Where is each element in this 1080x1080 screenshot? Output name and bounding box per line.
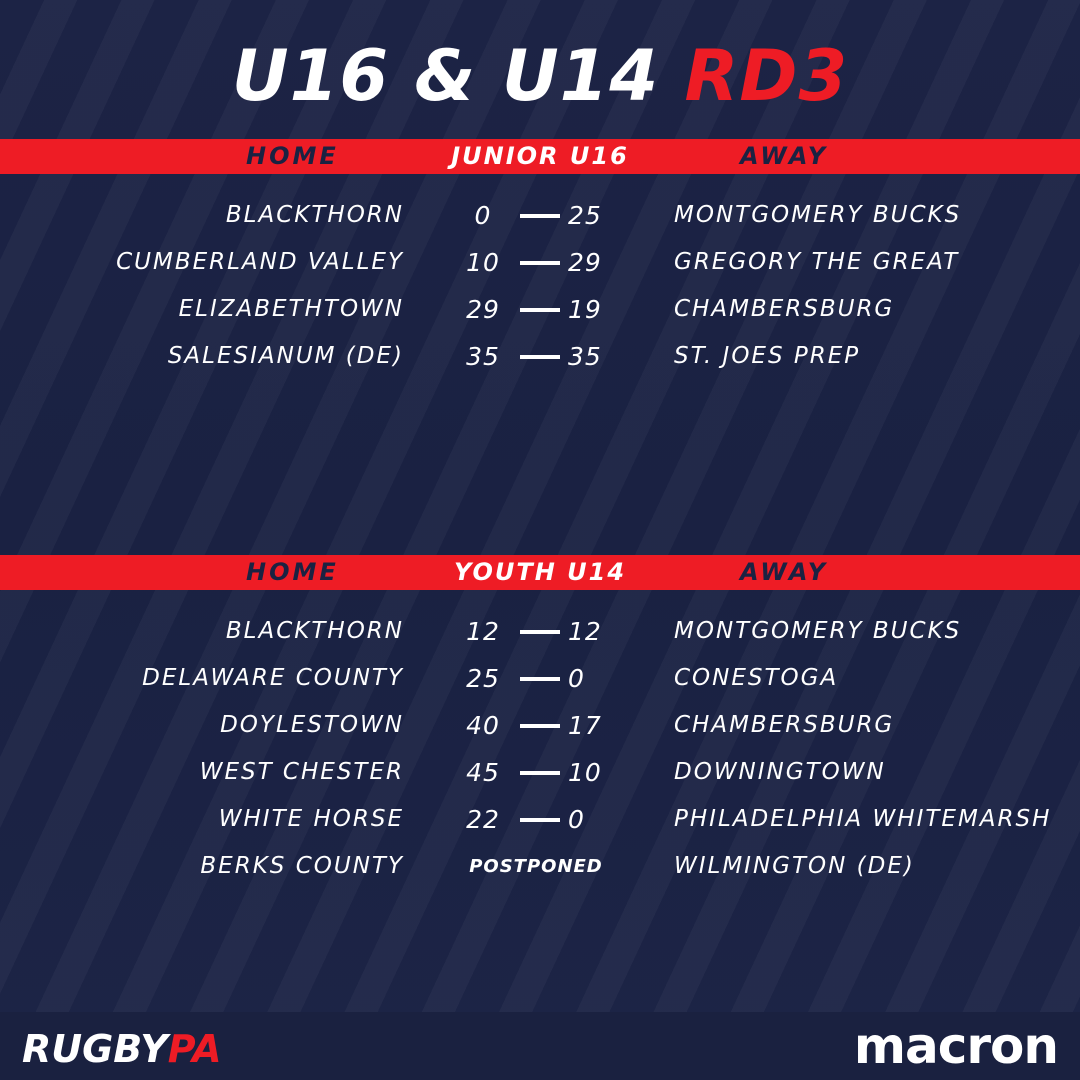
home-score: 29 bbox=[466, 295, 500, 324]
match-row: WHITE HORSE 22 0 PHILADELPHIA WHITEMARSH bbox=[0, 796, 1080, 843]
logo-text-rugby: RUGBY bbox=[22, 1027, 168, 1071]
away-team: MONTGOMERY BUCKS bbox=[674, 202, 962, 228]
home-team: WEST CHESTER bbox=[199, 759, 404, 785]
score-dash bbox=[520, 214, 560, 218]
score-dash bbox=[520, 308, 560, 312]
score-dash bbox=[520, 630, 560, 634]
score-dash bbox=[520, 818, 560, 822]
match-row: DOYLESTOWN 40 17 CHAMBERSBURG bbox=[0, 702, 1080, 749]
footer: RUGBYPA macron bbox=[0, 1012, 1080, 1080]
home-score: 12 bbox=[466, 617, 500, 646]
home-column-label: HOME bbox=[246, 558, 339, 586]
away-team: CHAMBERSBURG bbox=[674, 712, 895, 738]
home-team: ELIZABETHTOWN bbox=[178, 296, 404, 322]
away-team: PHILADELPHIA WHITEMARSH bbox=[674, 806, 1052, 832]
rugby-pa-logo: RUGBYPA bbox=[22, 1026, 222, 1072]
home-team: DOYLESTOWN bbox=[220, 712, 404, 738]
away-score: 0 bbox=[568, 664, 585, 693]
match-row: DELAWARE COUNTY 25 0 CONESTOGA bbox=[0, 655, 1080, 702]
match-row: BLACKTHORN 0 25 MONTGOMERY BUCKS bbox=[0, 192, 1080, 239]
home-team: BLACKTHORN bbox=[225, 618, 404, 644]
score-dash bbox=[520, 355, 560, 359]
away-score: 35 bbox=[568, 342, 602, 371]
away-score: 19 bbox=[568, 295, 602, 324]
score-dash bbox=[520, 771, 560, 775]
score-dash bbox=[520, 261, 560, 265]
away-column-label: AWAY bbox=[740, 558, 829, 586]
home-column-label: HOME bbox=[246, 142, 339, 170]
home-team: WHITE HORSE bbox=[218, 806, 404, 832]
away-score: 10 bbox=[568, 758, 602, 787]
match-row: BLACKTHORN 12 12 MONTGOMERY BUCKS bbox=[0, 608, 1080, 655]
away-score: 12 bbox=[568, 617, 602, 646]
logo-text-pa: PA bbox=[167, 1027, 222, 1071]
home-score: 22 bbox=[466, 805, 500, 834]
away-team: ST. JOES PREP bbox=[674, 343, 861, 369]
away-team: CHAMBERSBURG bbox=[674, 296, 895, 322]
division-label: YOUTH U14 bbox=[453, 558, 627, 586]
home-team: BERKS COUNTY bbox=[200, 853, 404, 879]
home-score: 0 bbox=[474, 201, 492, 230]
match-row: ELIZABETHTOWN 29 19 CHAMBERSBURG bbox=[0, 286, 1080, 333]
home-team: SALESIANUM (DE) bbox=[167, 343, 404, 369]
away-score: 0 bbox=[568, 805, 585, 834]
division-label: JUNIOR U16 bbox=[451, 142, 629, 170]
away-score: 29 bbox=[568, 248, 602, 277]
home-score: 35 bbox=[466, 342, 500, 371]
away-score: 17 bbox=[568, 711, 602, 740]
section-header-junior-u16: HOME JUNIOR U16 AWAY bbox=[0, 139, 1080, 174]
home-score: 25 bbox=[466, 664, 500, 693]
home-score: 40 bbox=[466, 711, 500, 740]
macron-logo: macron bbox=[853, 1017, 1059, 1075]
away-team: WILMINGTON (DE) bbox=[674, 853, 915, 879]
away-team: GREGORY THE GREAT bbox=[674, 249, 960, 275]
home-score: 10 bbox=[466, 248, 500, 277]
score-dash bbox=[520, 677, 560, 681]
results-list-youth-u14: BLACKTHORN 12 12 MONTGOMERY BUCKS DELAWA… bbox=[0, 608, 1080, 890]
page-title: U16 & U14 RD3 bbox=[0, 34, 1080, 118]
results-list-junior-u16: BLACKTHORN 0 25 MONTGOMERY BUCKS CUMBERL… bbox=[0, 192, 1080, 380]
away-team: CONESTOGA bbox=[674, 665, 839, 691]
section-header-youth-u14: HOME YOUTH U14 AWAY bbox=[0, 555, 1080, 590]
away-team: DOWNINGTOWN bbox=[674, 759, 886, 785]
match-row: SALESIANUM (DE) 35 35 ST. JOES PREP bbox=[0, 333, 1080, 380]
match-row: WEST CHESTER 45 10 DOWNINGTOWN bbox=[0, 749, 1080, 796]
home-team: CUMBERLAND VALLEY bbox=[116, 249, 404, 275]
score-dash bbox=[520, 724, 560, 728]
away-score: 25 bbox=[568, 201, 602, 230]
match-row: CUMBERLAND VALLEY 10 29 GREGORY THE GREA… bbox=[0, 239, 1080, 286]
away-team: MONTGOMERY BUCKS bbox=[674, 618, 962, 644]
match-status: POSTPONED bbox=[469, 856, 603, 877]
match-row: BERKS COUNTY POSTPONED WILMINGTON (DE) bbox=[0, 843, 1080, 890]
away-column-label: AWAY bbox=[740, 142, 829, 170]
home-score: 45 bbox=[466, 758, 500, 787]
home-team: DELAWARE COUNTY bbox=[142, 665, 404, 691]
home-team: BLACKTHORN bbox=[225, 202, 404, 228]
title-main: U16 & U14 bbox=[231, 35, 685, 117]
title-round: RD3 bbox=[684, 35, 849, 117]
